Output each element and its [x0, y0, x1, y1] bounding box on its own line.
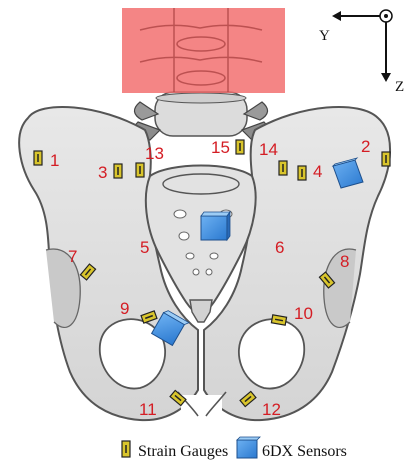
gauge-label-13: 13 — [145, 144, 164, 163]
legend-gauge-icon — [122, 441, 130, 457]
gauge-label-14: 14 — [259, 140, 278, 159]
gauge-label-9: 9 — [120, 299, 129, 318]
legend-strain-gauges-label: Strain Gauges — [138, 443, 228, 460]
strain-gauge-4 — [298, 166, 306, 180]
gauge-label-11: 11 — [139, 400, 157, 419]
gauge-label-4: 4 — [313, 162, 322, 181]
legend-6dx-sensors-label: 6DX Sensors — [262, 443, 347, 460]
gauge-label-5: 5 — [140, 238, 149, 257]
gauge-label-10: 10 — [294, 304, 313, 323]
z-axis-label: Z — [395, 79, 404, 95]
gauge-label-8: 8 — [340, 252, 349, 271]
strain-gauge-15 — [236, 140, 244, 154]
coccyx — [190, 300, 212, 322]
6dx-sensor-sacrum — [201, 212, 230, 240]
strain-gauge-10 — [271, 315, 286, 325]
gauge-label-6: 6 — [275, 238, 284, 257]
y-axis-label: Y — [319, 28, 330, 44]
gauge-label-2: 2 — [361, 137, 370, 156]
spine — [134, 92, 268, 140]
legend: Strain Gauges 6DX Sensors — [122, 437, 347, 460]
strain-gauge-13 — [136, 163, 144, 177]
gauge-label-7: 7 — [68, 247, 77, 266]
gauge-label-15: 15 — [211, 138, 230, 157]
gauge-label-3: 3 — [98, 163, 107, 182]
strain-gauge-2 — [382, 152, 390, 166]
coordinate-axes: Y Z — [319, 10, 404, 95]
gauge-label-12: 12 — [262, 400, 281, 419]
strain-gauge-1 — [34, 151, 42, 165]
legend-sensor-icon — [237, 437, 260, 458]
strain-gauge-3 — [114, 164, 122, 178]
gauge-label-1: 1 — [50, 151, 59, 170]
strain-gauge-14 — [279, 161, 287, 175]
